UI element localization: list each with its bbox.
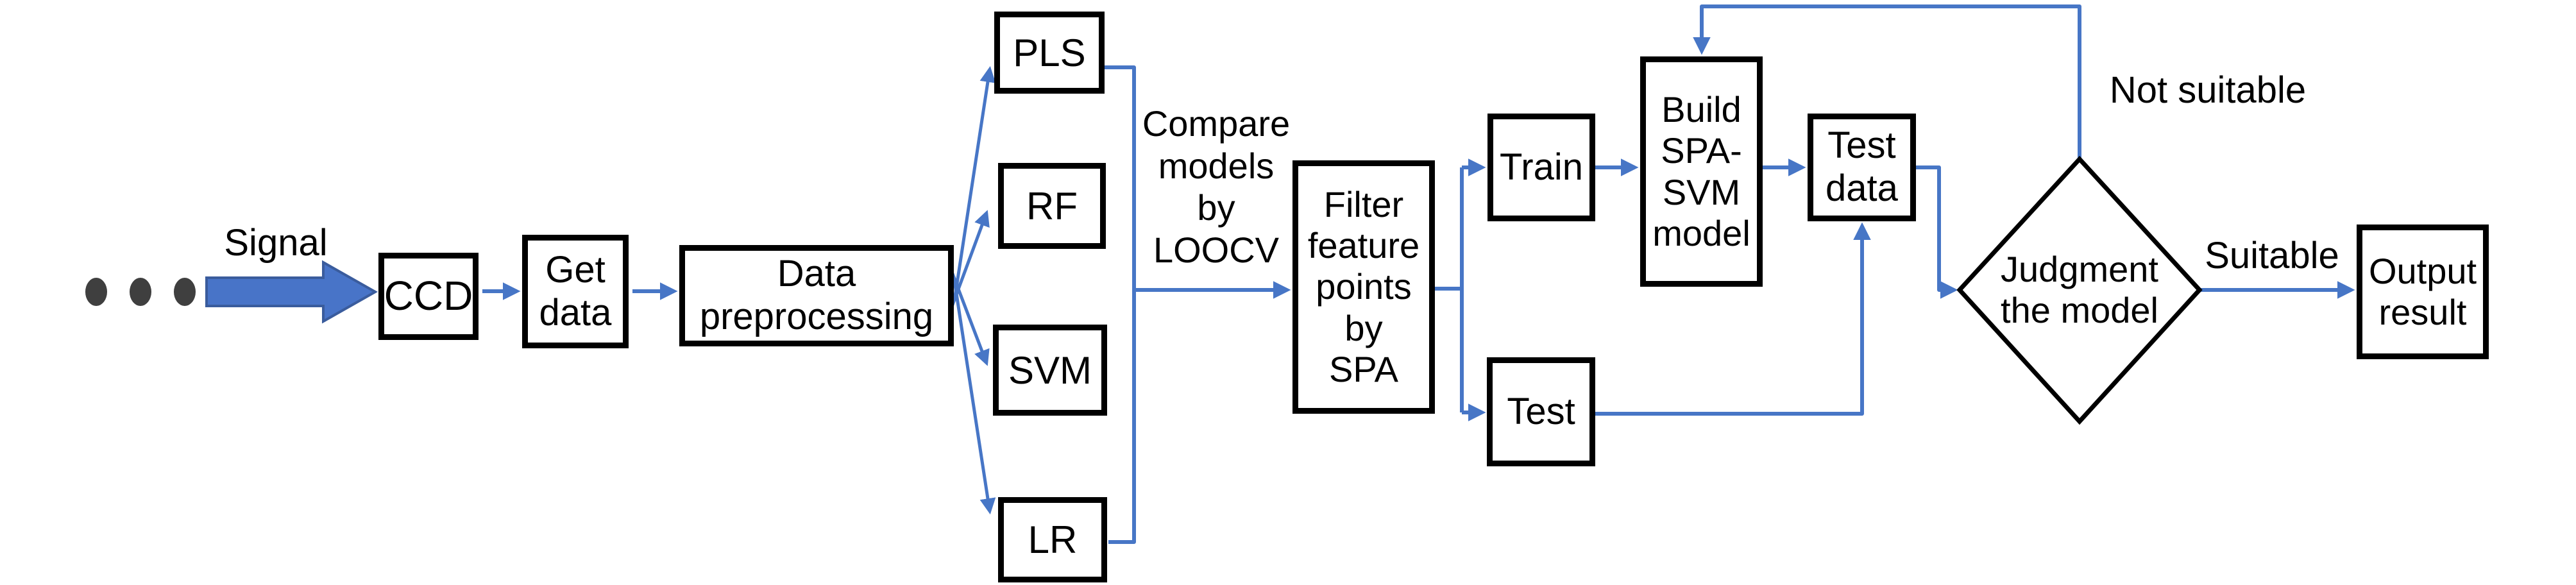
edge-testdata-to-judgment <box>1916 165 1958 299</box>
node-pls-label: PLS <box>1013 31 1086 74</box>
node-svm-label: SVM <box>1008 348 1092 392</box>
node-lr: LR <box>998 497 1107 582</box>
node-test: Test <box>1487 357 1595 466</box>
node-test-label: Test <box>1507 390 1575 432</box>
node-filter-feature-points-spa: Filter feature points by SPA <box>1292 160 1435 414</box>
node-data-preprocessing-label: Data preprocessing <box>699 253 934 337</box>
node-lr-label: LR <box>1028 518 1078 561</box>
judgment-diamond-label: Judgment the model <box>2001 249 2158 331</box>
node-get-data: Get data <box>522 235 629 348</box>
node-data-preprocessing: Data preprocessing <box>679 245 954 346</box>
node-ccd: CCD <box>378 253 479 340</box>
node-train: Train <box>1487 114 1595 221</box>
node-output-result-label: Output result <box>2368 250 2477 332</box>
suitable-edge-label: Suitable <box>2205 235 2339 276</box>
edge-model-collector <box>1105 65 1136 544</box>
node-ccd-label: CCD <box>384 273 473 319</box>
node-build-spa-svm-model: Build SPA- SVM model <box>1640 56 1763 287</box>
node-rf-label: RF <box>1026 184 1078 228</box>
node-get-data-label: Get data <box>539 248 612 334</box>
node-test-data-label: Test data <box>1826 124 1898 209</box>
not-suitable-edge-label: Not suitable <box>2109 69 2307 111</box>
compare-loocv-edge-label: Compare models by LOOCV <box>1142 103 1291 270</box>
node-output-result: Output result <box>2357 225 2489 359</box>
signal-edge-label: Signal <box>224 222 328 264</box>
node-rf: RF <box>998 163 1106 249</box>
judgment-diamond-shape <box>1956 155 2203 425</box>
edge-test-to-testdata <box>1595 222 1871 416</box>
node-pls: PLS <box>994 12 1105 94</box>
ellipsis-dots <box>85 278 196 306</box>
node-build-label: Build SPA- SVM model <box>1652 89 1750 253</box>
node-svm: SVM <box>993 325 1107 416</box>
node-train-label: Train <box>1500 146 1583 188</box>
signal-block-arrow <box>205 260 378 324</box>
edge-filter-split <box>1435 158 1486 421</box>
edges-preprocessing-fanout <box>950 66 996 514</box>
node-test-data: Test data <box>1808 114 1916 221</box>
node-filter-label: Filter feature points by SPA <box>1307 183 1420 390</box>
edge-notsuitable-feedback <box>1693 4 2081 159</box>
